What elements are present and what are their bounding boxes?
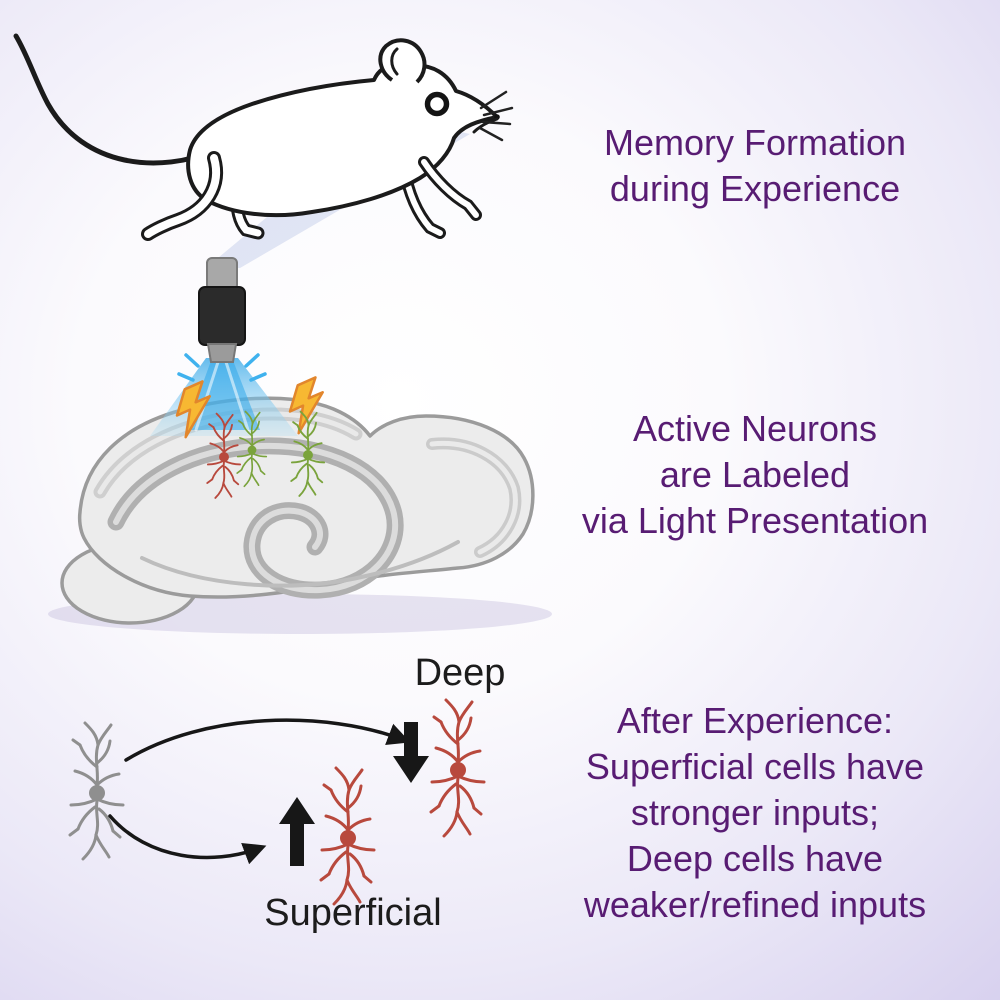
gray-neuron: [68, 721, 125, 861]
device-body: [198, 286, 246, 346]
light-rays: [177, 353, 267, 382]
mouse-eye-icon: [424, 91, 450, 117]
superficial-neuron: [319, 766, 376, 906]
device-cap: [206, 257, 238, 291]
light-beam: [150, 353, 298, 436]
mouse-whiskers: [478, 90, 514, 142]
up-arrow: [279, 797, 315, 866]
down-arrow: [393, 722, 429, 783]
caption-memory-formation: Memory Formation during Experience: [603, 122, 907, 210]
curved-arrow-to-superficial: [108, 814, 267, 865]
deep-neuron: [429, 698, 486, 838]
mouse-illustration: [13, 33, 514, 241]
brain-slice: [48, 396, 552, 634]
label-deep: Deep: [414, 652, 506, 694]
mouse-ear-icon: [378, 38, 427, 84]
label-superficial: Superficial: [264, 892, 442, 934]
brain-outline: [77, 396, 535, 599]
light-device: [198, 257, 246, 363]
plasticity-panel: [68, 698, 486, 906]
device-nozzle: [206, 343, 238, 363]
mouse-tail: [13, 33, 219, 166]
caption-after-experience: After Experience: Superficial cells have…: [583, 700, 927, 926]
mouse-near-legs: [141, 151, 482, 241]
caption-active-neurons: Active Neurons are Labeled via Light Pre…: [581, 408, 929, 542]
curved-arrow-to-deep: [124, 718, 411, 762]
mouse-mouth: [472, 117, 499, 134]
